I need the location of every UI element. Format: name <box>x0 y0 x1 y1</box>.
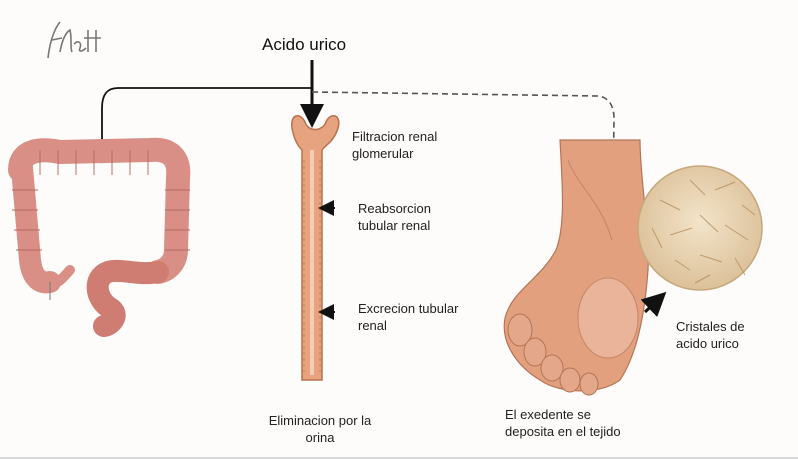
label-filtracion: Filtracion renal glomerular <box>352 128 437 162</box>
label-excrecion-line2: renal <box>358 317 458 334</box>
label-filtracion-line2: glomerular <box>352 145 437 162</box>
uric-acid-crystal-illustration <box>638 166 762 312</box>
signature-netter <box>48 22 101 58</box>
label-cristales: Cristales de acido urico <box>676 318 745 352</box>
label-exedente-line2: deposita en el tejido <box>505 423 621 440</box>
label-eliminacion: Eliminacion por la orina <box>255 412 385 446</box>
label-exedente: El exedente se deposita en el tejido <box>505 406 621 440</box>
nephron-illustration <box>292 116 339 380</box>
foot-illustration <box>504 140 648 395</box>
label-exedente-line1: El exedente se <box>505 406 621 423</box>
label-reabsorcion-line2: tubular renal <box>358 217 431 234</box>
label-eliminacion-line2: orina <box>255 429 385 446</box>
colon-illustration <box>12 150 190 326</box>
label-excrecion-line1: Excrecion tubular <box>358 300 458 317</box>
label-reabsorcion: Reabsorcion tubular renal <box>358 200 431 234</box>
label-excrecion: Excrecion tubular renal <box>358 300 458 334</box>
label-cristales-line1: Cristales de <box>676 318 745 335</box>
diagram-title: Acido urico <box>262 36 346 53</box>
label-eliminacion-line1: Eliminacion por la <box>255 412 385 429</box>
label-cristales-line2: acido urico <box>676 335 745 352</box>
label-filtracion-line1: Filtracion renal <box>352 128 437 145</box>
label-reabsorcion-line1: Reabsorcion <box>358 200 431 217</box>
